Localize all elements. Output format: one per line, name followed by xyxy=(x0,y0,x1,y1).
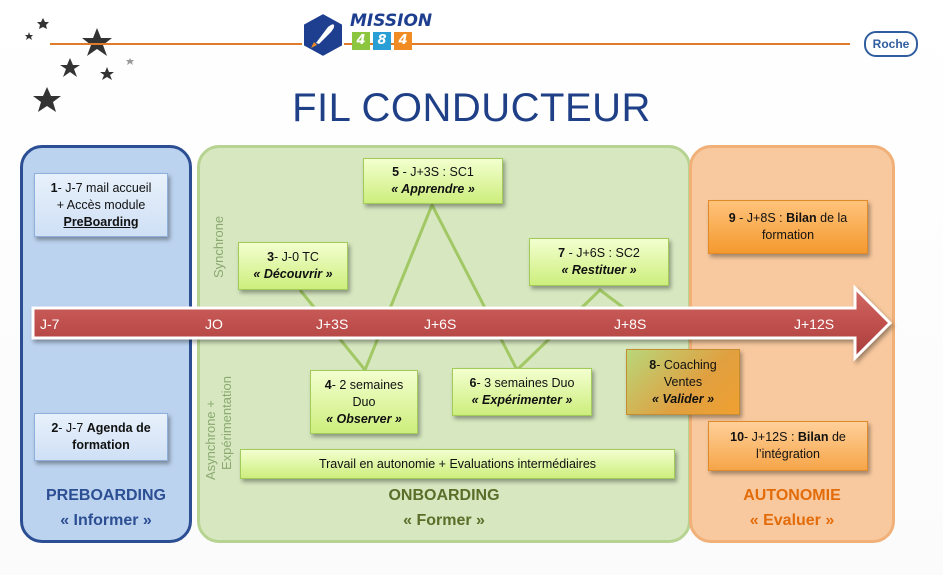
step-text: « Expérimenter » xyxy=(471,393,573,407)
step-text: - J+3S : SC1 xyxy=(399,165,474,179)
phase-title-onboarding: ONBOARDING xyxy=(388,487,500,504)
step-text: - J-7 mail accueil xyxy=(57,180,152,195)
timeline-tick: J+12S xyxy=(794,316,835,332)
phase-title-preboarding: PREBOARDING xyxy=(45,487,166,504)
step-10-box: 10- J+12S : Bilan de l’intégration xyxy=(708,421,868,471)
star-icon xyxy=(126,58,134,65)
step-text: « Découvrir » xyxy=(253,267,333,281)
logo-digit: 4 xyxy=(352,32,370,50)
step-number: 7 xyxy=(558,246,566,260)
logo-word: MISSION xyxy=(350,11,433,31)
star-icon xyxy=(60,58,80,77)
step-text: - J-7 xyxy=(58,421,87,435)
timeline-tick: J-7 xyxy=(40,316,60,332)
step-text: + Accès module xyxy=(56,197,146,212)
step-text: « Observer » xyxy=(326,411,402,426)
logo-digits: 4 8 4 xyxy=(352,32,412,50)
step-text: « Apprendre » xyxy=(391,182,475,196)
zigzag-line xyxy=(298,201,641,373)
step-number: 9 xyxy=(728,211,736,225)
step-8-box: 8- Coaching Ventes « Valider » xyxy=(626,349,740,415)
star-icon xyxy=(100,67,114,80)
stars-decoration xyxy=(25,18,134,112)
step-1-box: 1- J-7 mail accueil + Accès module PreBo… xyxy=(34,173,168,237)
step-2-box: 2- J-7 Agenda de formation xyxy=(34,413,168,461)
timeline-tick: J+6S xyxy=(424,316,457,332)
header-rule xyxy=(50,43,850,45)
phase-title-autonomie: AUTONOMIE xyxy=(743,487,841,504)
step-text: « Valider » xyxy=(651,391,715,406)
step-text: - 3 semaines Duo xyxy=(476,376,575,390)
phase-subtitle-onboarding: « Former » xyxy=(403,512,485,529)
logo-digit: 8 xyxy=(373,32,391,50)
step-text: de la xyxy=(816,211,848,225)
step-number: 2 xyxy=(51,421,59,435)
step-text: Bilan xyxy=(797,430,829,444)
mission-logo: MISSION 4 8 4 xyxy=(300,10,440,60)
step-7-box: 7 - J+6S : SC2 « Restituer » xyxy=(529,238,669,286)
step-text: - 2 semaines xyxy=(331,377,404,392)
timeline-tick: J+3S xyxy=(316,316,349,332)
logo-digit: 4 xyxy=(394,32,412,50)
step-text: Bilan xyxy=(786,211,817,225)
step-text: PreBoarding xyxy=(63,214,139,229)
step-9-box: 9 - J+8S : Bilan de la formation xyxy=(708,200,868,254)
step-number: 1 xyxy=(50,180,58,195)
step-text: formation xyxy=(72,438,130,452)
step-text: « Restituer » xyxy=(561,263,637,277)
step-text: - J+6S : SC2 xyxy=(565,246,640,260)
step-number: 8 xyxy=(649,357,657,372)
autonomy-work-bar: Travail en autonomie + Evaluations inter… xyxy=(240,449,675,479)
step-number: 3 xyxy=(267,250,275,264)
page-title: FIL CONDUCTEUR xyxy=(292,86,651,130)
step-text: - J+12S : xyxy=(744,430,798,444)
timeline-tick: J+8S xyxy=(614,316,647,332)
bottom-bar-text: Travail en autonomie + Evaluations inter… xyxy=(318,456,597,471)
step-number: 4 xyxy=(324,377,332,392)
star-icon xyxy=(37,18,49,29)
star-icon xyxy=(33,87,61,112)
roche-logo: Roche xyxy=(864,31,918,57)
step-text: de xyxy=(828,430,846,444)
step-number: 6 xyxy=(469,376,477,390)
step-text: formation xyxy=(761,228,815,242)
star-icon xyxy=(25,32,33,40)
phase-subtitle-autonomie: « Evaluer » xyxy=(749,512,835,529)
star-icon xyxy=(82,28,112,56)
step-text: - J-0 TC xyxy=(274,250,319,264)
step-text: l’intégration xyxy=(756,447,820,461)
step-text: Ventes xyxy=(663,374,703,389)
step-text: - J+8S : xyxy=(735,211,787,225)
timeline-tick: JO xyxy=(205,316,223,332)
step-4-box: 4- 2 semaines Duo « Observer » xyxy=(310,370,418,434)
step-3-box: 3- J-0 TC « Découvrir » xyxy=(238,242,348,290)
step-text: Duo xyxy=(352,394,376,409)
step-6-box: 6- 3 semaines Duo « Expérimenter » xyxy=(452,368,592,416)
step-number: 10 xyxy=(730,430,745,444)
step-number: 5 xyxy=(392,165,400,179)
step-5-box: 5 - J+3S : SC1 « Apprendre » xyxy=(363,158,503,204)
rocket-icon xyxy=(302,12,344,58)
step-text: - Coaching xyxy=(656,357,717,372)
step-text: Agenda de xyxy=(86,421,151,435)
phase-subtitle-preboarding: « Informer » xyxy=(60,512,152,529)
